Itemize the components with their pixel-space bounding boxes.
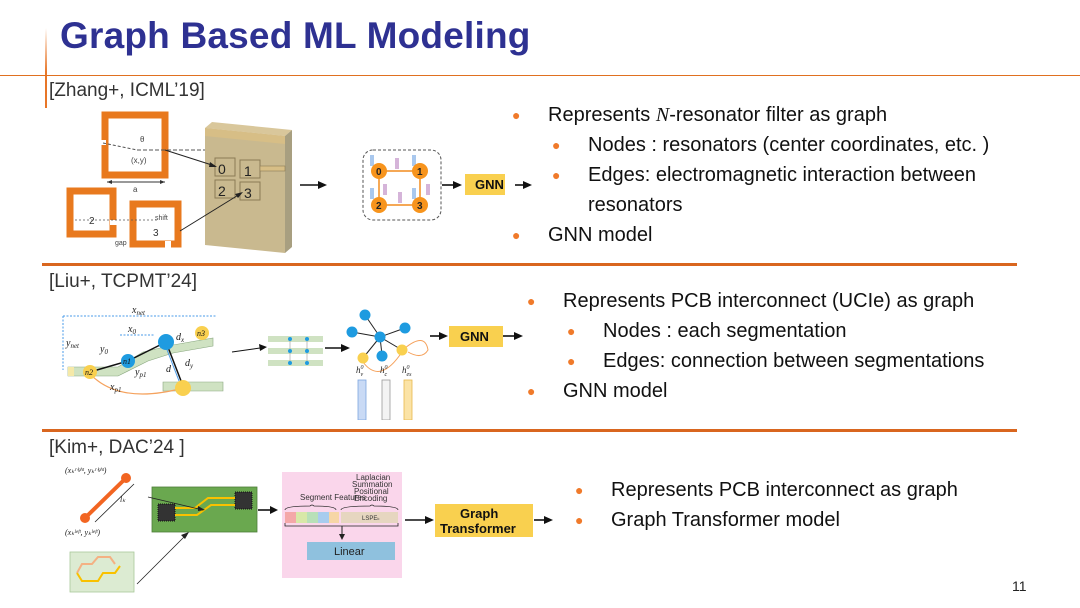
bullet-item: ● Represents N-resonator filter as graph [512, 100, 989, 130]
page-number: 11 [1012, 578, 1027, 594]
lk-label: lₖ [120, 495, 126, 504]
graph-node-2: 2 [376, 201, 382, 212]
bullet-item: ● Nodes : each segmentation [527, 316, 984, 346]
r2-label: 2 [89, 216, 95, 227]
xy-label: (x,y) [131, 156, 147, 165]
bullet-icon: ● [552, 167, 561, 183]
resonator-3 [129, 200, 182, 248]
dy-label: dy [185, 358, 194, 370]
citation-kim: [Kim+, DAC’24 ] [49, 437, 185, 458]
bullet-icon: ● [575, 482, 584, 498]
figure-ucie-interconnect: xnet ynet x0 y0 n1 n2 n3 dx dy d yp1 xp1 [62, 305, 523, 420]
segment-features-label: Segment Features [300, 493, 366, 502]
d-label: d [166, 364, 172, 375]
a-label: a [133, 185, 138, 194]
bullet-item: ● GNN model [527, 376, 984, 406]
figure-resonator-filter: θ (x,y) a 2 shift 3 gap 0 1 2 3 [66, 111, 505, 253]
graph-transformer-box: Graph Transformer [435, 504, 533, 537]
citation-liu: [Liu+, TCPMT’24] [49, 271, 198, 292]
title-underline [0, 75, 1080, 76]
lspe-header-4: Encoding [354, 494, 387, 503]
filter-plate: 0 1 2 3 [205, 122, 292, 253]
figure-pcb-graph-transformer: (xₖʳⁱᵍʰᵗ, yₖʳⁱᵍʰᵗ) lₖ (xₖˡᵉᶠᵗ, yₖˡᵉᶠᵗ) S… [65, 466, 553, 593]
x0-label: x0 [127, 324, 136, 336]
bullet-item: ● Edges: connection between segmentation… [527, 346, 984, 376]
n2-label: n2 [85, 368, 93, 377]
yp1-label: yp1 [134, 367, 146, 379]
bullet-icon: ● [527, 293, 536, 309]
bullet-icon: ● [575, 512, 584, 528]
gnn-label-2: GNN [460, 329, 489, 344]
dx-label: dx [176, 332, 185, 344]
feature-encoding-block: Segment Features Laplacian Summation Pos… [282, 472, 402, 578]
bullet-icon: ● [552, 137, 561, 153]
resonator-2 [66, 187, 117, 238]
graph-transformer-line2: Transformer [440, 521, 516, 536]
gnn-box-2: GNN [449, 326, 503, 347]
graph-transformer-line1: Graph [460, 506, 498, 521]
resonator-graph: 0 1 2 3 [362, 149, 442, 221]
gnn-box-1: GNN [465, 174, 505, 195]
xnet-label: xnet [131, 305, 146, 317]
graph-thumbnail [69, 551, 135, 593]
n1-label: n1 [123, 357, 131, 366]
bullet-icon: ● [567, 323, 576, 339]
ynet-label: ynet [65, 338, 80, 350]
gap-label: gap [115, 240, 127, 247]
section-divider [42, 429, 1017, 432]
bullet-icon: ● [512, 107, 521, 123]
bullet-item: ● GNN model [512, 220, 989, 250]
bullet-item: ● Nodes : resonators (center coordinates… [512, 130, 989, 160]
bullet-icon: ● [527, 383, 536, 399]
bullet-item: ● Represents PCB interconnect (UCIe) as … [527, 286, 984, 316]
bullets-kim: ● Represents PCB interconnect as graph ●… [575, 475, 958, 535]
title-accent-line [45, 28, 47, 108]
y0-label: y0 [99, 344, 108, 356]
bullets-liu: ● Represents PCB interconnect (UCIe) as … [527, 286, 984, 406]
citation-zhang: [Zhang+, ICML’19] [49, 80, 205, 101]
bullet-icon: ● [512, 227, 521, 243]
plate-label-2: 2 [218, 183, 226, 199]
xp1-label: xp1 [109, 382, 121, 394]
n3-label: n3 [197, 329, 205, 338]
bullet-item: ● Represents PCB interconnect as graph [575, 475, 958, 505]
right-endpoint-label: (xₖʳⁱᵍʰᵗ, yₖʳⁱᵍʰᵗ) [65, 466, 107, 475]
gnn-out-arrow-1 [515, 181, 532, 189]
plate-label-3: 3 [244, 185, 252, 201]
slide-title: Graph Based ML Modeling [60, 15, 531, 56]
segmented-traces [268, 336, 323, 366]
gnn-label-1: GNN [475, 177, 504, 192]
lspe-header-3: Positional [354, 487, 389, 496]
theta-label: θ [140, 135, 145, 144]
lspe-cell-label: LSPEₖ [362, 516, 380, 522]
r3-label: 3 [153, 228, 159, 239]
linear-label: Linear [334, 546, 365, 558]
feature-vector-hes [403, 379, 413, 420]
resonator-0 [99, 111, 169, 179]
bullet-icon: ● [567, 353, 576, 369]
graph-node-1: 1 [417, 167, 423, 178]
feature-vector-hv [357, 379, 367, 420]
left-endpoint-label: (xₖˡᵉᶠᵗ, yₖˡᵉᶠᵗ) [65, 528, 100, 537]
plate-label-0: 0 [218, 161, 226, 177]
shift-label: shift [155, 215, 168, 222]
segment-graph [346, 309, 429, 372]
section-divider [42, 263, 1017, 266]
lspe-header-2: Summation [352, 480, 392, 489]
pcb-board [151, 486, 258, 533]
graph-node-0: 0 [376, 167, 382, 178]
plate-label-1: 1 [244, 163, 252, 179]
bullet-item: ● Edges: electromagnetic interaction bet… [512, 160, 989, 190]
feature-vector-hc [381, 379, 391, 420]
graph-node-3: 3 [417, 201, 423, 212]
bullet-item: ● Graph Transformer model [575, 505, 958, 535]
bullets-zhang: ● Represents N-resonator filter as graph… [512, 100, 989, 250]
bullet-continuation: resonators [588, 194, 683, 216]
lspe-header-1: Laplacian [356, 473, 390, 482]
